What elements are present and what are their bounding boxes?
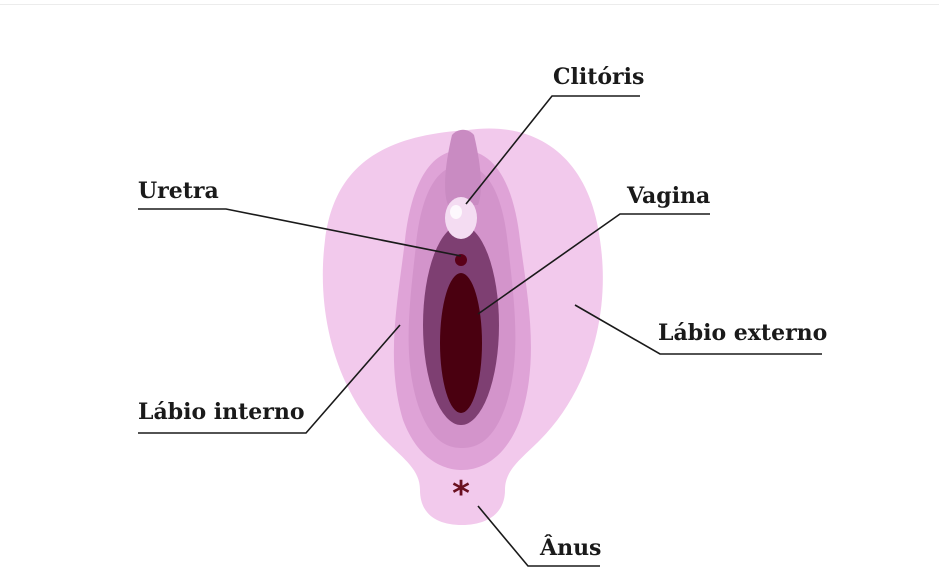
label-clitoris: Clitóris xyxy=(553,64,644,90)
label-anus: Ânus xyxy=(539,534,601,561)
label-labio-interno: Lábio interno xyxy=(138,399,305,425)
leader-labio-interno xyxy=(138,324,401,434)
label-uretra: Uretra xyxy=(138,178,219,204)
anus-mark: * xyxy=(452,474,470,514)
clitoris-highlight xyxy=(450,205,462,219)
clitoral-hood xyxy=(445,129,481,205)
leader-uretra xyxy=(138,208,462,257)
label-vagina: Vagina xyxy=(626,183,710,209)
leader-vagina xyxy=(477,213,710,315)
leader-labio-externo xyxy=(574,304,822,355)
label-labio-externo: Lábio externo xyxy=(658,320,827,346)
leader-clitoris xyxy=(465,95,640,205)
leader-anus xyxy=(477,505,600,567)
top-divider xyxy=(0,4,939,5)
vaginal-opening xyxy=(440,273,482,413)
clitoris-glans xyxy=(445,197,477,239)
urethra-dot xyxy=(455,254,467,266)
